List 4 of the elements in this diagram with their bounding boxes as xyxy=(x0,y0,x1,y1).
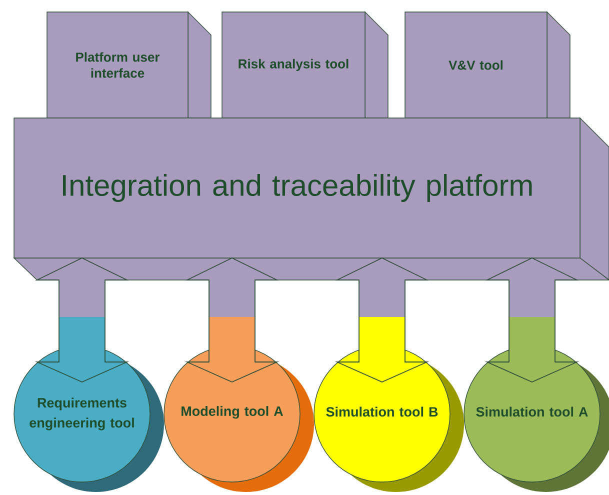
double-arrow xyxy=(34,258,130,382)
double-arrow xyxy=(334,258,430,382)
double-arrow xyxy=(484,258,580,382)
double-arrow xyxy=(184,258,280,382)
